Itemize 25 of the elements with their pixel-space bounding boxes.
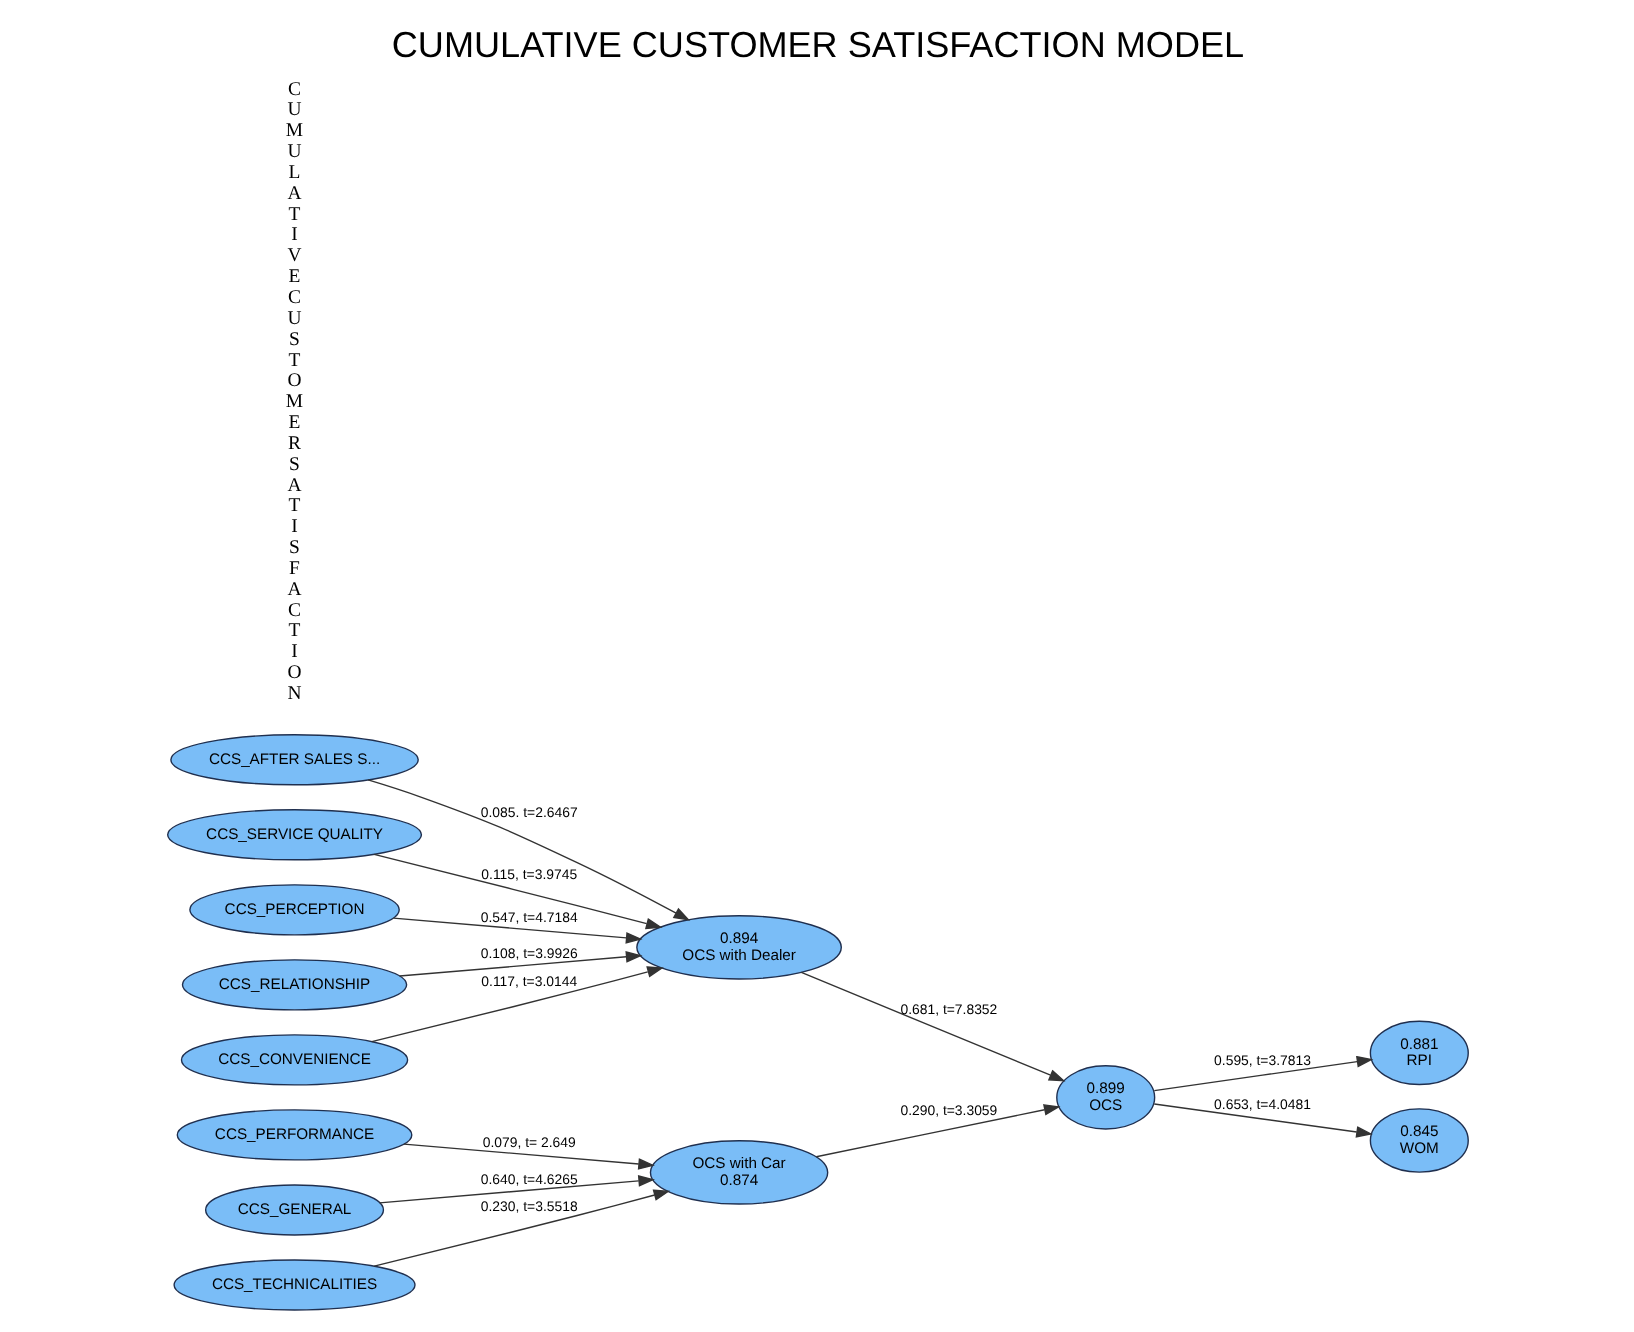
arrow (372, 853, 662, 930)
node-ellipse: 0.899 OCS (1055, 1065, 1155, 1130)
node-ellipse: CCS_PERCEPTION (188, 884, 399, 936)
arrow (370, 966, 663, 1043)
arrow (391, 917, 642, 944)
arrow (814, 1104, 1060, 1158)
node-ellipse: CCS_PERFORMANCE (175, 1109, 412, 1161)
arrow (402, 1143, 654, 1170)
node-ellipse: CCS_CONVENIENCE (179, 1034, 408, 1086)
label: CUMULATIVECUSTOMERSATISFACTION (284, 78, 303, 705)
node-ellipse: 0.881 RPI (1368, 1020, 1468, 1086)
arrow (372, 1189, 670, 1267)
node-ellipse: 0.845 WOM (1368, 1108, 1468, 1173)
arrow (799, 971, 1065, 1082)
arrow (366, 779, 690, 921)
node-ellipse: CCS_TECHNICALITIES (172, 1259, 415, 1311)
arrow (397, 951, 642, 977)
arrow (377, 1175, 654, 1204)
node-ellipse: CCS_SERVICE QUALITY (166, 809, 422, 861)
arrow (1152, 1103, 1372, 1138)
node-ellipse: CCS_GENERAL (203, 1184, 384, 1236)
node-ellipse: CCS_RELATIONSHIP (180, 959, 407, 1011)
node-ellipse: CCS_AFTER SALES S... (169, 734, 418, 786)
arrow (1152, 1055, 1373, 1092)
diagram-title: CUMULATIVE CUSTOMER SATISFACTION MODEL (390, 24, 1244, 65)
